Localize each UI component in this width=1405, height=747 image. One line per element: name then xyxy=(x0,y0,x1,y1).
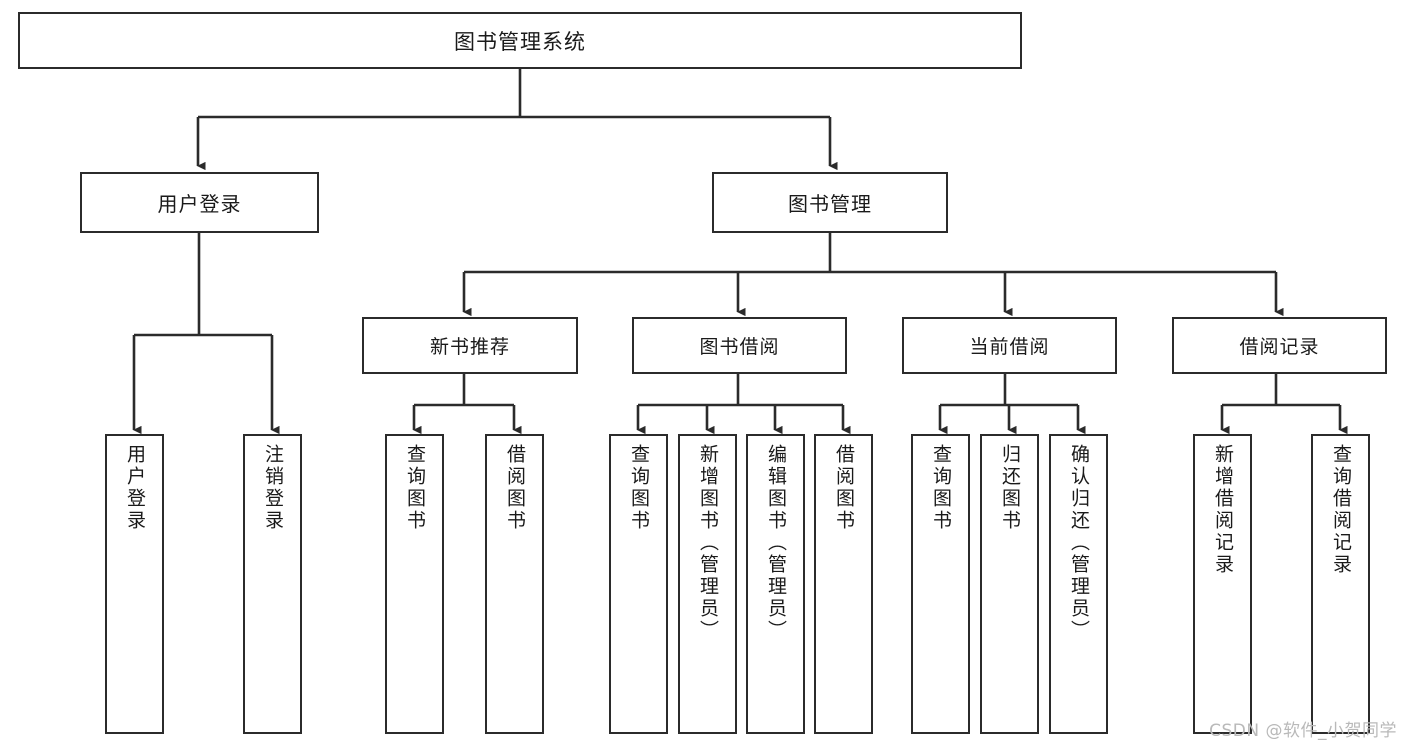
leaf-current-borrow-confirm[interactable]: 确认归还（管理员） xyxy=(1049,434,1108,734)
leaf-current-borrow-query[interactable]: 查询图书 xyxy=(911,434,970,734)
node-user-login[interactable]: 用户登录 xyxy=(80,172,319,233)
leaf-new-book-borrow[interactable]: 借阅图书 xyxy=(485,434,544,734)
node-book-borrow-label: 图书借阅 xyxy=(699,336,780,358)
leaf-new-book-query[interactable]: 查询图书 xyxy=(385,434,444,734)
leaf-current-borrow-query-label: 查询图书 xyxy=(930,444,952,532)
node-current-borrow-label: 当前借阅 xyxy=(969,336,1050,358)
node-new-book-recommend-label: 新书推荐 xyxy=(429,336,510,358)
node-user-login-label: 用户登录 xyxy=(157,192,242,216)
node-root-system[interactable]: 图书管理系统 xyxy=(18,12,1022,69)
leaf-book-borrow-edit[interactable]: 编辑图书（管理员） xyxy=(746,434,805,734)
leaf-user-login-signin-label: 用户登录 xyxy=(124,444,146,532)
leaf-book-borrow-query-label: 查询图书 xyxy=(628,444,650,532)
leaf-borrow-record-query-label: 查询借阅记录 xyxy=(1330,444,1352,576)
node-root-system-label: 图书管理系统 xyxy=(454,29,586,54)
leaf-user-login-signout[interactable]: 注销登录 xyxy=(243,434,302,734)
leaf-new-book-borrow-label: 借阅图书 xyxy=(504,444,526,532)
leaf-current-borrow-return[interactable]: 归还图书 xyxy=(980,434,1039,734)
node-book-manage-label: 图书管理 xyxy=(788,192,872,216)
leaf-book-borrow-query[interactable]: 查询图书 xyxy=(609,434,668,734)
leaf-book-borrow-borrow-label: 借阅图书 xyxy=(833,444,855,532)
node-book-borrow[interactable]: 图书借阅 xyxy=(632,317,847,374)
leaf-book-borrow-add[interactable]: 新增图书（管理员） xyxy=(678,434,737,734)
leaf-user-login-signout-label: 注销登录 xyxy=(262,444,284,532)
leaf-borrow-record-query[interactable]: 查询借阅记录 xyxy=(1311,434,1370,734)
leaf-current-borrow-return-label: 归还图书 xyxy=(999,444,1021,532)
node-current-borrow[interactable]: 当前借阅 xyxy=(902,317,1117,374)
leaf-book-borrow-borrow[interactable]: 借阅图书 xyxy=(814,434,873,734)
node-new-book-recommend[interactable]: 新书推荐 xyxy=(362,317,578,374)
node-borrow-record[interactable]: 借阅记录 xyxy=(1172,317,1387,374)
leaf-book-borrow-edit-label: 编辑图书（管理员） xyxy=(765,444,787,642)
leaf-book-borrow-add-label: 新增图书（管理员） xyxy=(697,444,719,642)
node-borrow-record-label: 借阅记录 xyxy=(1239,336,1320,358)
node-book-manage[interactable]: 图书管理 xyxy=(712,172,948,233)
leaf-new-book-query-label: 查询图书 xyxy=(404,444,426,532)
watermark-text: CSDN @软件_小贺同学 xyxy=(1209,721,1397,741)
leaf-borrow-record-add-label: 新增借阅记录 xyxy=(1212,444,1234,576)
leaf-borrow-record-add[interactable]: 新增借阅记录 xyxy=(1193,434,1252,734)
leaf-current-borrow-confirm-label: 确认归还（管理员） xyxy=(1068,444,1090,642)
leaf-user-login-signin[interactable]: 用户登录 xyxy=(105,434,164,734)
